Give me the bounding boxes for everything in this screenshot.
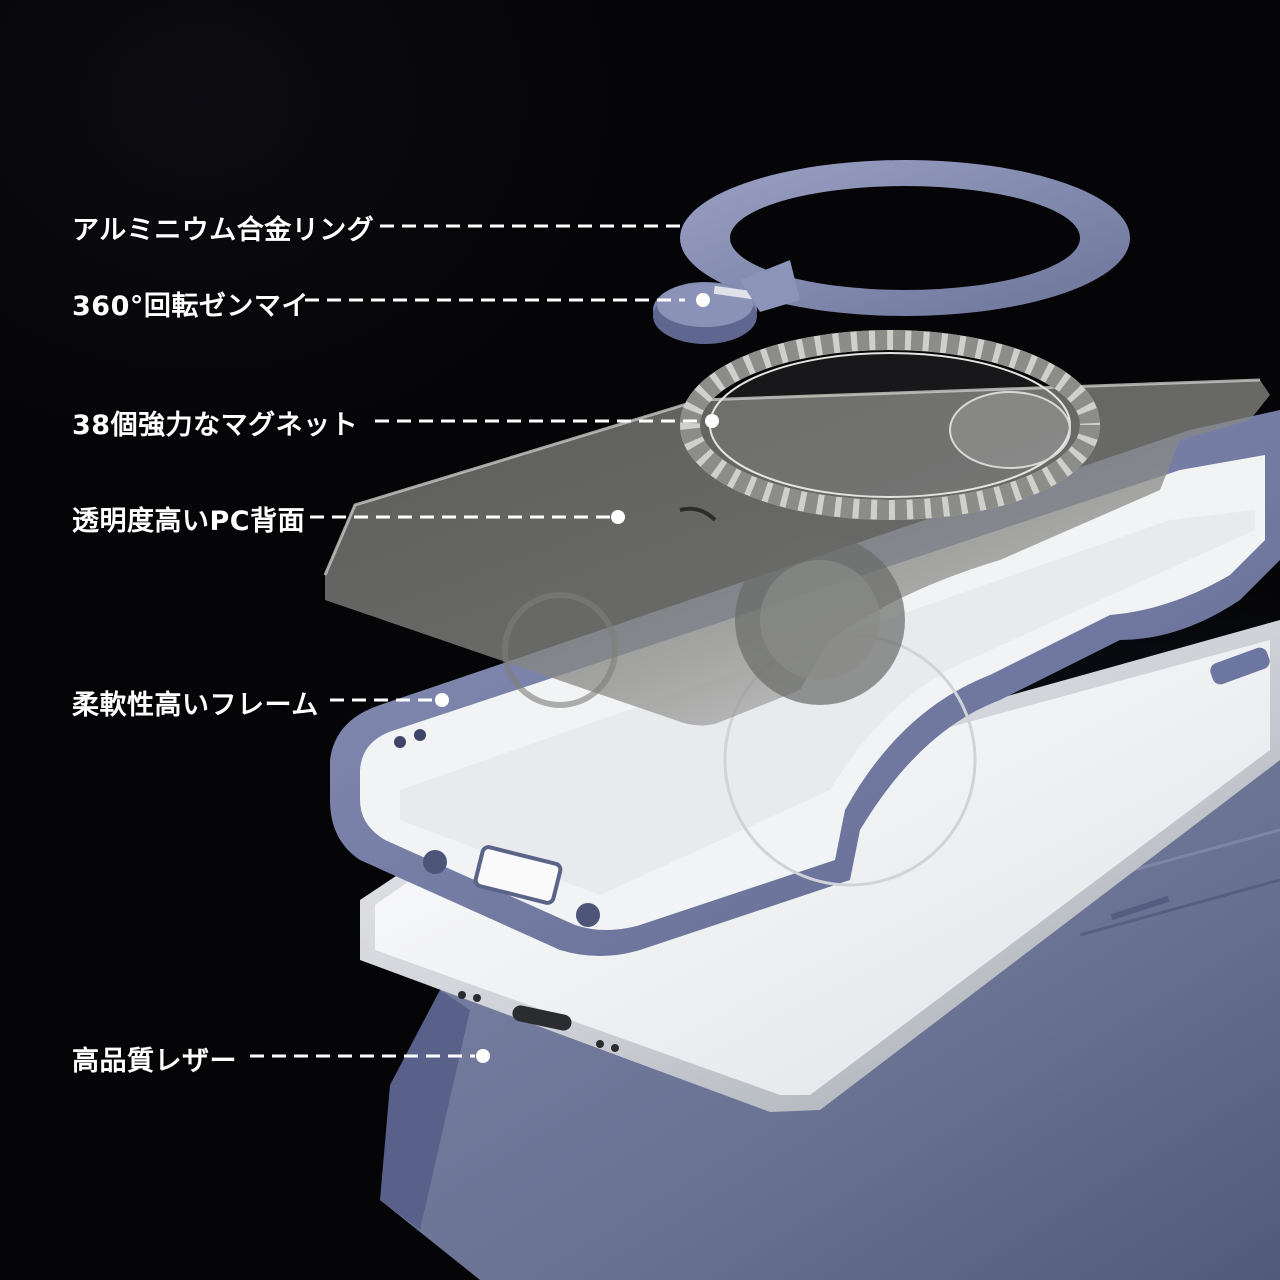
callout-flexible-frame: 柔軟性高いフレーム — [72, 690, 319, 721]
callout-pc-back: 透明度高いPC背面 — [72, 506, 306, 537]
magnet-ring — [680, 330, 1100, 520]
aluminum-ring — [653, 160, 1130, 344]
pc-back-plate — [323, 378, 1270, 726]
callout-leather: 高品質レザー — [72, 1046, 237, 1077]
leader-lines — [250, 224, 705, 1058]
leader-dots — [435, 293, 719, 1063]
callout-aluminum-ring: アルミニウム合金リング — [72, 215, 375, 246]
callout-360-hinge: 360°回転ゼンマイ — [72, 291, 309, 322]
callout-magnets: 38個強力なマグネット — [72, 410, 359, 441]
